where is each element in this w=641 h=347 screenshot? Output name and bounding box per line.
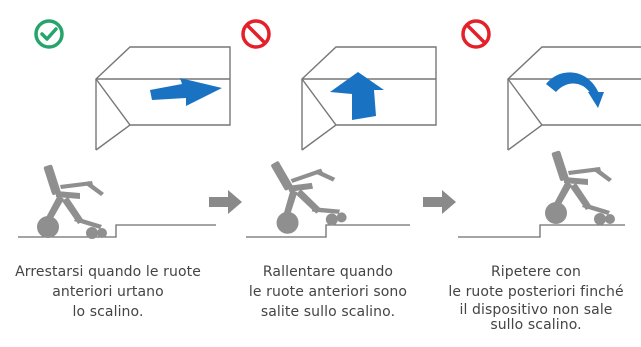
push-arrow-curved [546, 72, 604, 108]
caption-line: sullo scalino. [490, 317, 582, 333]
push-arrow-up [330, 72, 384, 120]
status-check-icon [34, 19, 64, 49]
caption-line: Ripetere con [490, 264, 582, 280]
caption-line: Rallentare quando [262, 264, 394, 280]
wheelchair-figure-3 [545, 150, 615, 225]
caption-line: Arrestarsi quando le ruote [15, 264, 201, 280]
caption-step-1: Arrestarsi quando le ruote anteriori urt… [8, 262, 208, 322]
caption-line: lo scalino. [72, 304, 144, 320]
step-box-1 [95, 46, 231, 151]
caption-line: le ruote posteriori finché [448, 284, 624, 300]
caption-line: salite sullo scalino. [260, 304, 396, 320]
caption-line: il dispositivo non sale [459, 302, 613, 318]
wheelchair-figure-1 [37, 164, 107, 239]
caption-step-3: Ripetere con le ruote posteriori finché … [434, 262, 638, 332]
stair-profile-2 [246, 224, 410, 238]
caption-line: anteriori urtano [52, 284, 164, 300]
arrow-right-icon [209, 190, 242, 214]
stair-profile-1 [18, 224, 216, 238]
status-prohibited-icon [241, 19, 271, 49]
step-box-3 [507, 46, 641, 151]
stair-profile-3 [458, 224, 625, 238]
arrow-right-icon [423, 190, 456, 214]
status-prohibited-icon [461, 19, 491, 49]
wheelchair-figure-2 [263, 149, 348, 237]
push-arrow-straight [150, 78, 222, 106]
caption-step-2: Rallentare quando le ruote anteriori son… [228, 262, 428, 322]
caption-line: le ruote anteriori sono [248, 284, 408, 300]
